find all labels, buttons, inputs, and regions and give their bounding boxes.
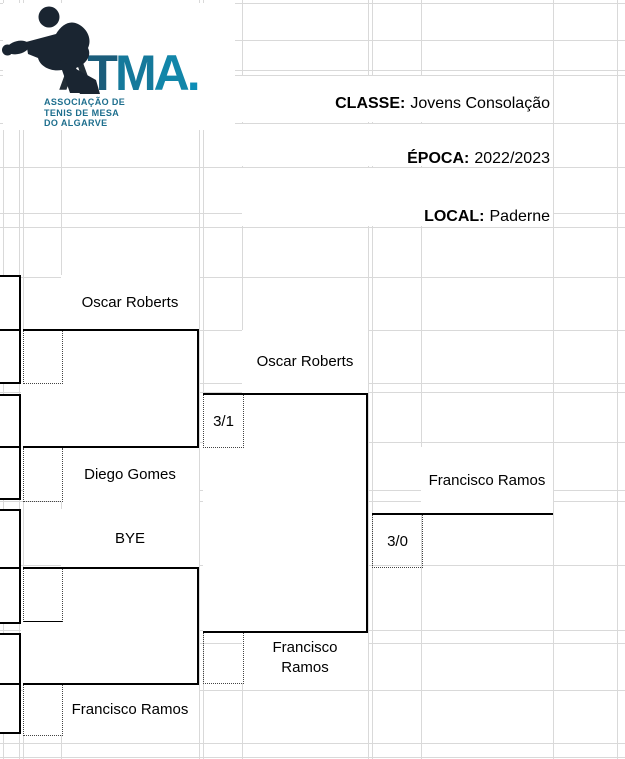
header-local[interactable]: LOCAL:Paderne	[242, 201, 550, 233]
header-classe[interactable]: CLASSE:Jovens Consolação	[242, 88, 550, 120]
score-cell-empty[interactable]	[23, 448, 63, 502]
bracket-line	[23, 683, 199, 685]
champion-line	[372, 513, 553, 515]
bracket-line	[0, 509, 20, 511]
local-value: Paderne	[489, 208, 551, 225]
org-line: TENIS DE MESA	[44, 107, 120, 118]
bracket-line	[23, 446, 199, 448]
org-line: ASSOCIAÇÃO DE	[44, 97, 126, 107]
local-label: LOCAL:	[424, 208, 485, 225]
bracket-line	[0, 394, 20, 396]
bracket-line	[197, 567, 199, 685]
header-epoca[interactable]: ÉPOCA:2022/2023	[242, 143, 550, 175]
gridline-h	[0, 123, 625, 124]
gridline-h	[0, 75, 625, 76]
gridline-h	[0, 40, 625, 41]
connector-box-bottom-patch	[21, 568, 199, 684]
bracket-line	[197, 329, 199, 448]
player-name: Francisco Ramos	[71, 701, 189, 718]
header-local-patch	[242, 168, 553, 226]
gridline-h	[0, 227, 625, 228]
score-cell-patch	[23, 684, 61, 735]
epoca-label: ÉPOCA:	[407, 150, 470, 167]
player-cell-oscar-roberts-sf[interactable]: Oscar Roberts	[61, 275, 199, 329]
gridline-v	[421, 0, 422, 759]
gridline-v	[203, 0, 204, 759]
player-cell-diego-gomes-sf[interactable]: Diego Gomes	[61, 447, 199, 502]
bracket-line	[0, 382, 20, 384]
brand-letter: .	[186, 45, 201, 101]
bracket-line	[19, 275, 21, 384]
bracket-line	[0, 633, 20, 635]
player-cell-champion[interactable]: Francisco Ramos	[421, 447, 553, 513]
score-cell-empty[interactable]	[23, 569, 63, 622]
epoca-value: 2022/2023	[474, 150, 550, 167]
score-cell-final[interactable]: 3/0	[372, 515, 423, 568]
brand-letter: M	[114, 45, 157, 101]
association-name: ASSOCIAÇÃO DE TENIS DE MESA DO ALGARVE	[44, 97, 125, 129]
atma-logo: ATMA. ASSOCIAÇÃO DE TENIS DE MESA DO ALG…	[0, 0, 235, 135]
player-name: BYE	[114, 530, 145, 547]
player-cell-oscar-roberts-final[interactable]: Oscar Roberts	[242, 330, 368, 393]
gridline-h	[0, 277, 625, 278]
bracket-line	[0, 567, 20, 569]
bracket-line	[0, 275, 20, 277]
classe-label: CLASSE:	[335, 95, 406, 112]
table-tennis-player-icon	[2, 6, 100, 94]
bracket-line	[19, 509, 21, 624]
player-name: Francisco Ramos	[428, 471, 546, 489]
bracket-line	[203, 393, 368, 395]
player-name: Diego Gomes	[84, 466, 176, 483]
score-cell-empty[interactable]	[203, 633, 244, 684]
bracket-line	[366, 393, 368, 633]
player-name: Oscar Roberts	[81, 293, 179, 311]
player-name: Francisco Ramos	[272, 638, 338, 676]
bracket-line	[0, 732, 20, 734]
player-name: Oscar Roberts	[256, 353, 354, 370]
gridline-h	[0, 70, 625, 71]
score-cell-semifinal-top[interactable]: 3/1	[203, 395, 244, 448]
bracket-line	[23, 329, 199, 331]
gridline-v	[617, 0, 618, 759]
gridline-v	[553, 0, 554, 759]
player-cell-bye-sf[interactable]: BYE	[61, 509, 199, 568]
brand-letter: A	[153, 45, 190, 101]
bracket-line	[19, 394, 21, 500]
bracket-line	[23, 567, 199, 569]
bracket-line	[0, 622, 20, 624]
score-cell-empty[interactable]	[23, 331, 63, 384]
header-epoca-patch	[242, 124, 553, 166]
header-classe-patch	[242, 76, 553, 122]
match-score: 3/0	[387, 532, 408, 550]
connector-box-top-patch	[21, 329, 199, 447]
match-score: 3/1	[213, 412, 234, 430]
bracket-line	[0, 446, 20, 448]
gridline-v	[199, 0, 200, 759]
player-cell-francisco-ramos-sf[interactable]: Francisco Ramos	[61, 684, 199, 735]
player-cell-francisco-ramos-final[interactable]: Francisco Ramos	[242, 632, 368, 683]
round1-slot-patch	[0, 509, 20, 623]
gridline-v	[368, 0, 369, 759]
bracket-line	[0, 498, 20, 500]
org-line: DO ALGARVE	[44, 118, 108, 128]
gridline-v	[372, 0, 373, 759]
gridline-h	[0, 743, 625, 744]
connector-box-final-patch	[203, 393, 368, 632]
classe-value: Jovens Consolação	[410, 95, 550, 112]
gridline-h	[0, 167, 625, 168]
gridline-h	[0, 757, 625, 758]
score-cell-empty[interactable]	[23, 685, 63, 736]
bracket-line	[19, 633, 21, 734]
bracket-line	[0, 329, 20, 331]
gridline-h	[0, 3, 625, 4]
score-cell-patch	[23, 447, 61, 501]
gridline-h	[0, 690, 625, 691]
bracket-line	[0, 683, 20, 685]
bracket-line	[203, 631, 368, 633]
